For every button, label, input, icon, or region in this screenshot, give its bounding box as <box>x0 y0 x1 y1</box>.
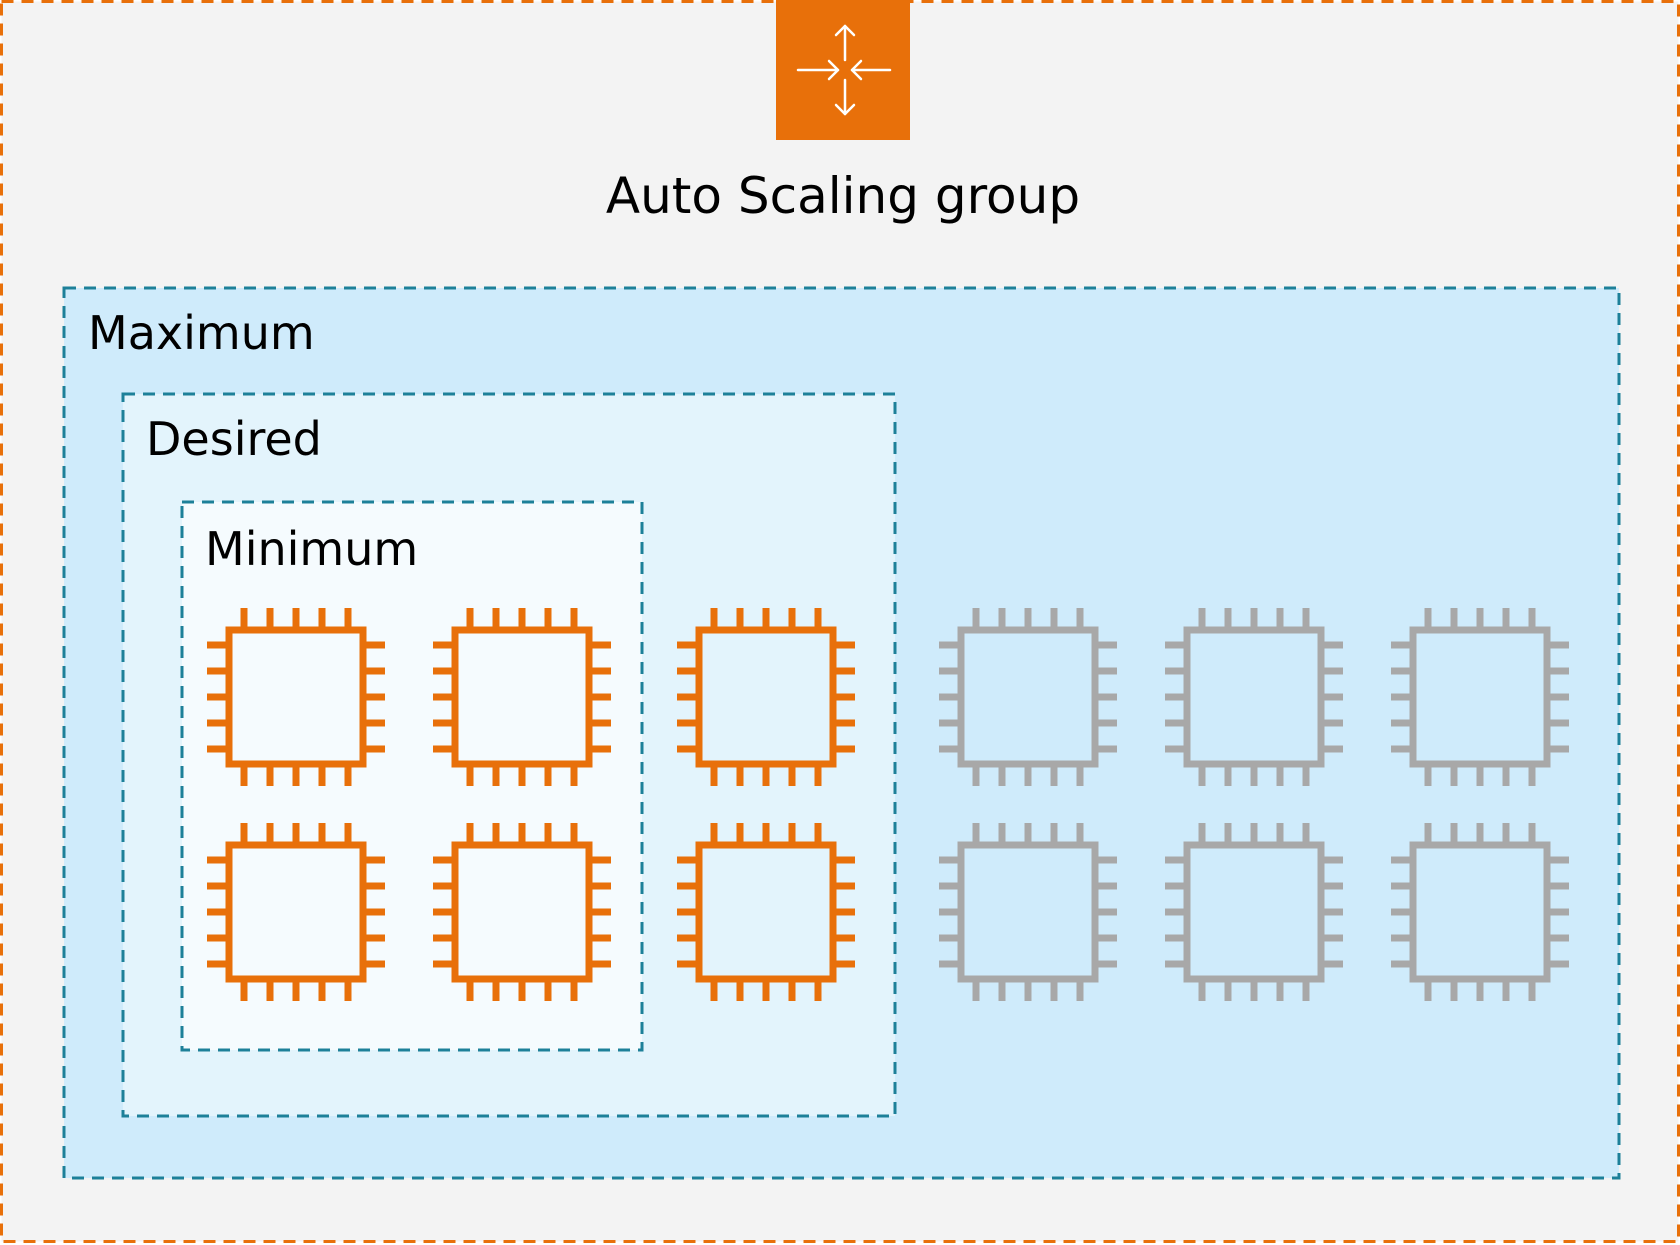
instance-chip-icon-running <box>433 823 611 1001</box>
instance-chip-icon-available <box>939 608 1117 786</box>
instance-chip-icon-available <box>939 823 1117 1001</box>
instance-chip-icon-running <box>677 823 855 1001</box>
instances-grid <box>207 608 1569 1001</box>
instance-chip-icon-running <box>207 823 385 1001</box>
auto-scaling-icon <box>776 0 910 140</box>
group-title: Auto Scaling group <box>606 167 1080 225</box>
instance-chip-icon-running <box>677 608 855 786</box>
instance-chip-icon-running <box>433 608 611 786</box>
minimum-label: Minimum <box>205 522 418 576</box>
desired-label: Desired <box>146 412 322 466</box>
instance-chip-icon-available <box>1165 608 1343 786</box>
minimum-container <box>180 500 644 1052</box>
maximum-label: Maximum <box>88 306 315 360</box>
instance-chip-icon-available <box>1391 823 1569 1001</box>
instance-chip-icon-available <box>1391 608 1569 786</box>
instance-chip-icon-running <box>207 608 385 786</box>
instance-chip-icon-available <box>1165 823 1343 1001</box>
